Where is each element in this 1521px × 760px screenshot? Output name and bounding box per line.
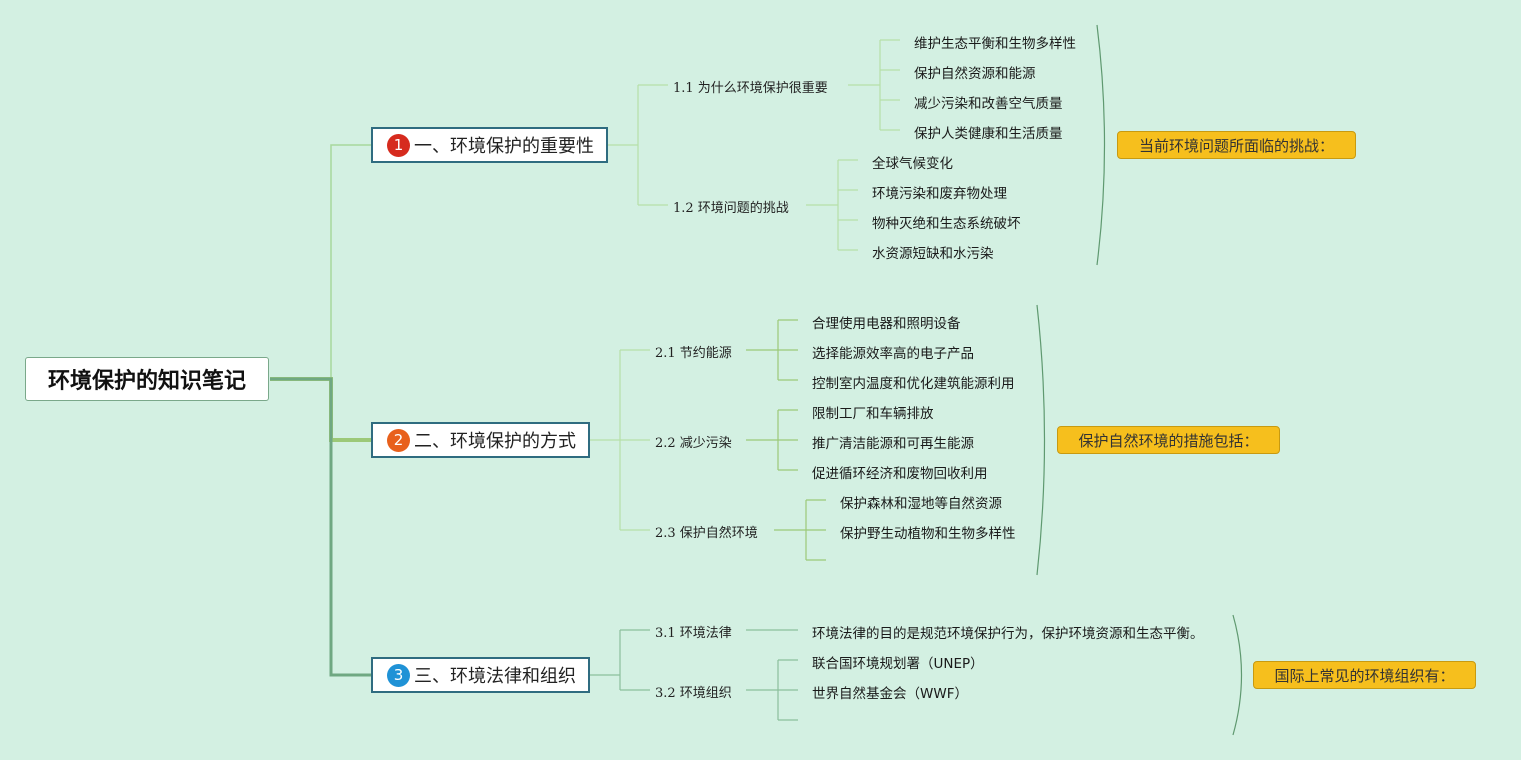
subtopic-2-2[interactable]: 2.2 减少污染: [655, 436, 732, 451]
branch-2-node[interactable]: 2 二、环境保护的方式: [371, 422, 590, 458]
connector-b1-subs: [608, 84, 668, 206]
leaf-2-1-2[interactable]: 选择能源效率高的电子产品: [812, 346, 974, 362]
brace-b2: [1036, 304, 1046, 576]
leaf-2-2-3[interactable]: 促进循环经济和废物回收利用: [812, 466, 988, 482]
leaf-2-1-1[interactable]: 合理使用电器和照明设备: [812, 316, 961, 332]
branch-1-title: 一、环境保护的重要性: [414, 136, 594, 157]
brace-b3: [1232, 614, 1243, 736]
root-topic[interactable]: 环境保护的知识笔记: [25, 357, 269, 401]
leaf-1-2-3[interactable]: 物种灭绝和生态系统破坏: [872, 216, 1021, 232]
connector-b3-s2-items: [746, 659, 798, 721]
leaf-1-2-2[interactable]: 环境污染和废弃物处理: [872, 186, 1007, 202]
connector-b2-s2-items: [746, 409, 798, 471]
branch-3-title: 三、环境法律和组织: [414, 666, 576, 687]
summary-3[interactable]: 国际上常见的环境组织有：: [1253, 661, 1476, 689]
leaf-1-2-4[interactable]: 水资源短缺和水污染: [872, 246, 994, 262]
leaf-1-1-2[interactable]: 保护自然资源和能源: [914, 66, 1036, 82]
connector-b2-s3-items: [774, 499, 826, 561]
badge-3-icon: 3: [387, 663, 410, 687]
connector-root-branch1: [270, 144, 371, 380]
leaf-1-1-4[interactable]: 保护人类健康和生活质量: [914, 126, 1063, 142]
branch-2-title: 二、环境保护的方式: [414, 431, 576, 452]
connector-b1-s2-items: [806, 159, 858, 251]
connector-b3-subs: [590, 629, 650, 691]
leaf-1-2-1[interactable]: 全球气候变化: [872, 156, 953, 172]
connector-b2-s1-items: [746, 319, 798, 381]
subtopic-2-1[interactable]: 2.1 节约能源: [655, 346, 732, 361]
connector-root-branch2: [270, 377, 371, 442]
badge-1-icon: 1: [387, 133, 410, 157]
branch-3-node[interactable]: 3 三、环境法律和组织: [371, 657, 590, 693]
subtopic-1-2[interactable]: 1.2 环境问题的挑战: [673, 201, 789, 216]
connector-b1-s1-items: [848, 39, 900, 131]
leaf-1-1-3[interactable]: 减少污染和改善空气质量: [914, 96, 1063, 112]
summary-2[interactable]: 保护自然环境的措施包括：: [1057, 426, 1280, 454]
leaf-2-2-2[interactable]: 推广清洁能源和可再生能源: [812, 436, 974, 452]
badge-2-icon: 2: [387, 428, 410, 452]
subtopic-2-3[interactable]: 2.3 保护自然环境: [655, 526, 758, 541]
subtopic-3-1[interactable]: 3.1 环境法律: [655, 626, 732, 641]
connector-root-branch3: [270, 377, 371, 677]
leaf-2-2-1[interactable]: 限制工厂和车辆排放: [812, 406, 934, 422]
leaf-1-1-1[interactable]: 维护生态平衡和生物多样性: [914, 36, 1076, 52]
leaf-3-2-1[interactable]: 联合国环境规划署（UNEP）: [812, 656, 984, 672]
leaf-2-3-2[interactable]: 保护野生动植物和生物多样性: [840, 526, 1016, 542]
summary-1[interactable]: 当前环境问题所面临的挑战：: [1117, 131, 1356, 159]
leaf-2-3-1[interactable]: 保护森林和湿地等自然资源: [840, 496, 1002, 512]
subtopic-3-2[interactable]: 3.2 环境组织: [655, 686, 732, 701]
leaf-3-1-1[interactable]: 环境法律的目的是规范环境保护行为，保护环境资源和生态平衡。: [812, 626, 1204, 642]
leaf-3-2-2[interactable]: 世界自然基金会（WWF）: [812, 686, 968, 702]
subtopic-1-1[interactable]: 1.1 为什么环境保护很重要: [673, 81, 828, 96]
leaf-2-1-3[interactable]: 控制室内温度和优化建筑能源利用: [812, 376, 1015, 392]
branch-1-node[interactable]: 1 一、环境保护的重要性: [371, 127, 608, 163]
connector-b2-subs: [590, 349, 650, 531]
brace-b1: [1096, 24, 1106, 266]
